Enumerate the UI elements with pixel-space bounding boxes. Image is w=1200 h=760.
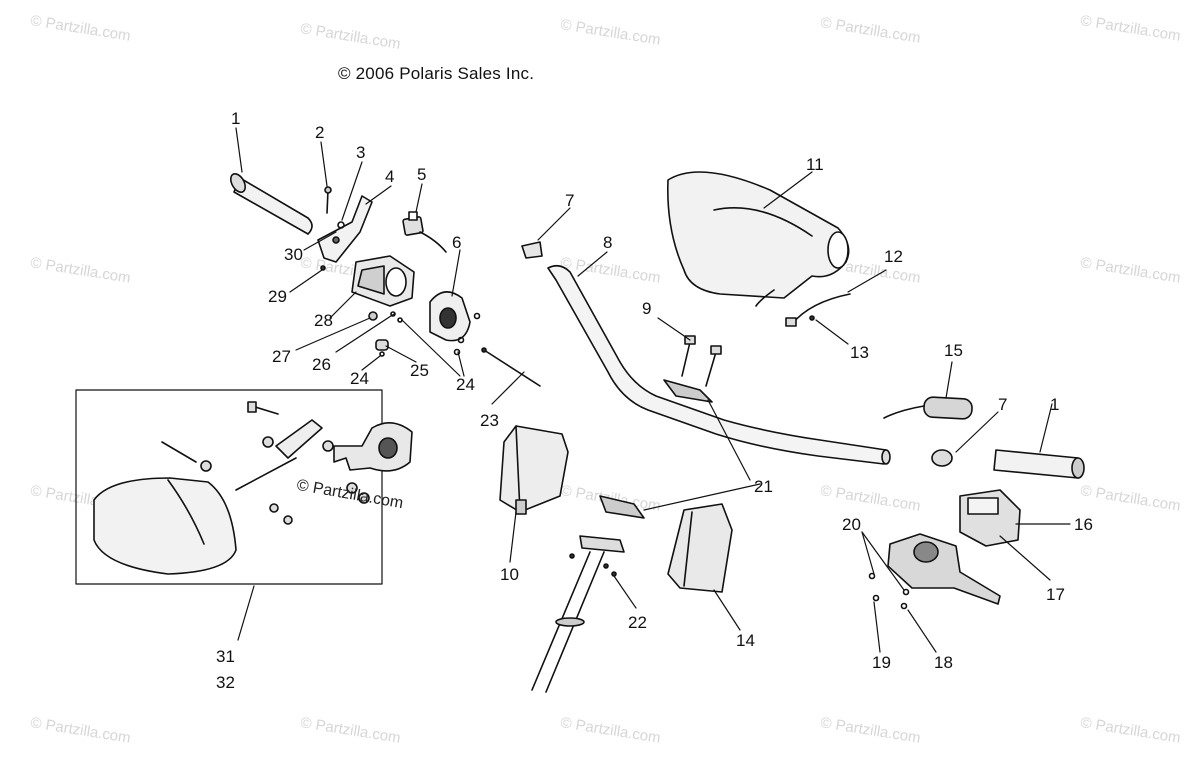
switch-part bbox=[402, 211, 447, 253]
left-grip-part bbox=[229, 173, 313, 235]
callout-30: 30 bbox=[284, 245, 303, 264]
handlebar-pad-part bbox=[667, 171, 850, 307]
callout-16: 16 bbox=[1074, 515, 1093, 534]
callout-23: 23 bbox=[480, 411, 499, 430]
right-grip-part bbox=[883, 396, 973, 420]
callout-8: 8 bbox=[603, 233, 613, 252]
kill-switch-wire-part bbox=[785, 293, 851, 327]
small-hardware-parts bbox=[368, 311, 403, 357]
brake-lever-part bbox=[868, 533, 1001, 610]
callout-7-right: 7 bbox=[998, 395, 1008, 414]
callout-19: 19 bbox=[872, 653, 891, 672]
callout-13: 13 bbox=[850, 343, 869, 362]
callout-29: 29 bbox=[268, 287, 287, 306]
callout-32: 32 bbox=[216, 673, 235, 692]
housing-cover-part bbox=[429, 291, 481, 356]
callout-14: 14 bbox=[736, 631, 755, 650]
callout-28: 28 bbox=[314, 311, 333, 330]
callout-31: 31 bbox=[216, 647, 235, 666]
callout-24-second: 24 bbox=[456, 375, 475, 394]
clamp-bolts-part bbox=[681, 335, 722, 387]
callout-leaders bbox=[235, 127, 1071, 653]
steering-post-part bbox=[531, 535, 625, 693]
callout-7: 7 bbox=[565, 191, 575, 210]
bar-end-plug-right-part bbox=[931, 449, 953, 467]
callout-10: 10 bbox=[500, 565, 519, 584]
callout-21: 21 bbox=[754, 477, 773, 496]
callout-17: 17 bbox=[1046, 585, 1065, 604]
callout-12: 12 bbox=[884, 247, 903, 266]
callout-4: 4 bbox=[385, 167, 395, 186]
throttle-cable-part bbox=[481, 347, 541, 387]
callout-9: 9 bbox=[642, 299, 652, 318]
callout-24: 24 bbox=[350, 369, 369, 388]
callout-3: 3 bbox=[356, 143, 366, 162]
callout-25: 25 bbox=[410, 361, 429, 380]
pod-cover-part bbox=[499, 425, 569, 515]
callout-26: 26 bbox=[312, 355, 331, 374]
callout-15: 15 bbox=[944, 341, 963, 360]
callout-22: 22 bbox=[628, 613, 647, 632]
bar-end-plug-part bbox=[521, 241, 543, 259]
brake-housing-part bbox=[959, 489, 1021, 547]
callout-5: 5 bbox=[417, 165, 427, 184]
screw-part bbox=[324, 186, 332, 214]
throttle-housing-part bbox=[320, 255, 415, 307]
callout-20: 20 bbox=[842, 515, 861, 534]
callout-18: 18 bbox=[934, 653, 953, 672]
callout-1: 1 bbox=[231, 109, 241, 128]
hand-guard-inset bbox=[75, 389, 413, 585]
copyright-notice: © 2006 Polaris Sales Inc. bbox=[338, 64, 535, 83]
lower-cover-part bbox=[667, 503, 733, 593]
handlebar-clamp-part bbox=[599, 379, 713, 519]
right-grip-end-part bbox=[993, 449, 1085, 479]
callout-11: 11 bbox=[806, 155, 824, 174]
callout-27: 27 bbox=[272, 347, 291, 366]
throttle-lever-part bbox=[317, 195, 373, 263]
handlebar-part bbox=[547, 264, 891, 465]
callout-6: 6 bbox=[452, 233, 462, 252]
callout-2: 2 bbox=[315, 123, 325, 142]
callout-1-right: 1 bbox=[1050, 395, 1060, 414]
